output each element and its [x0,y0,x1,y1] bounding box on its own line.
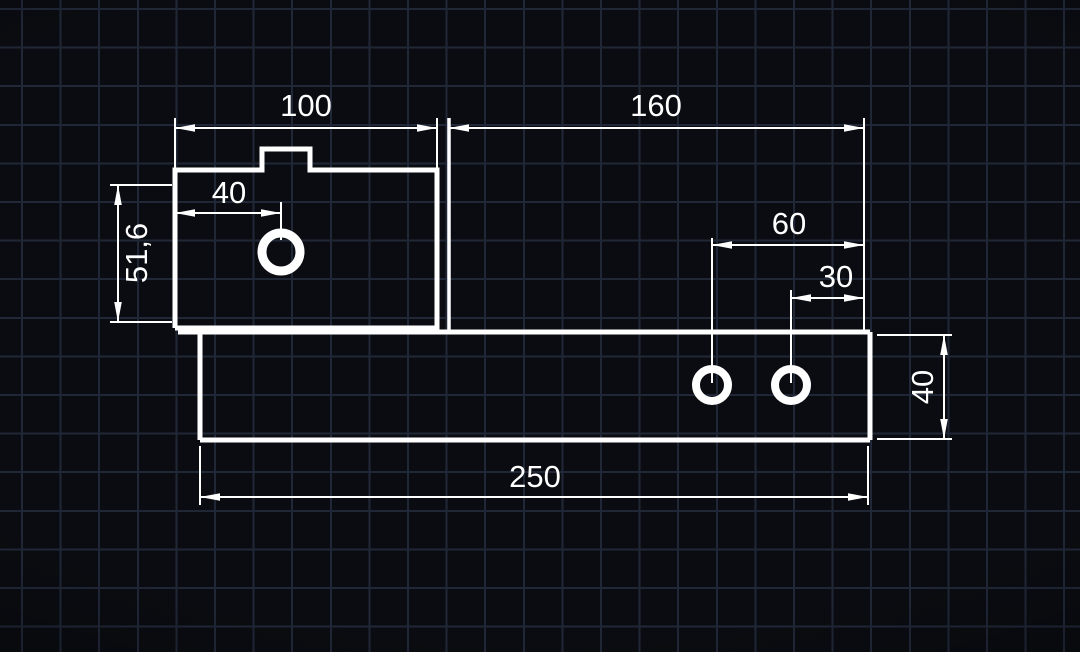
dimension-text: 100 [280,88,332,123]
part-geometry [172,118,873,443]
dimension-hole-offset-40[interactable]: 40 [175,175,281,217]
dimension-spacing-60[interactable]: 60 [712,206,864,249]
dimension-text: 60 [772,206,806,241]
dimension-text: 160 [630,88,682,123]
dimension-height-51-6[interactable]: 51,6 [110,184,172,323]
dimension-total-length-250[interactable]: 250 [199,446,869,505]
dimension-width-100[interactable]: 100 [174,88,438,168]
dimension-text: 51,6 [119,223,154,283]
dimension-text: 40 [212,175,246,210]
dimension-text: 250 [509,459,561,494]
dimension-text: 30 [819,259,853,294]
dimension-flange-height-40[interactable]: 40 [877,334,952,440]
dimension-spacing-30[interactable]: 30 [791,259,864,302]
dimension-text: 40 [905,370,940,404]
